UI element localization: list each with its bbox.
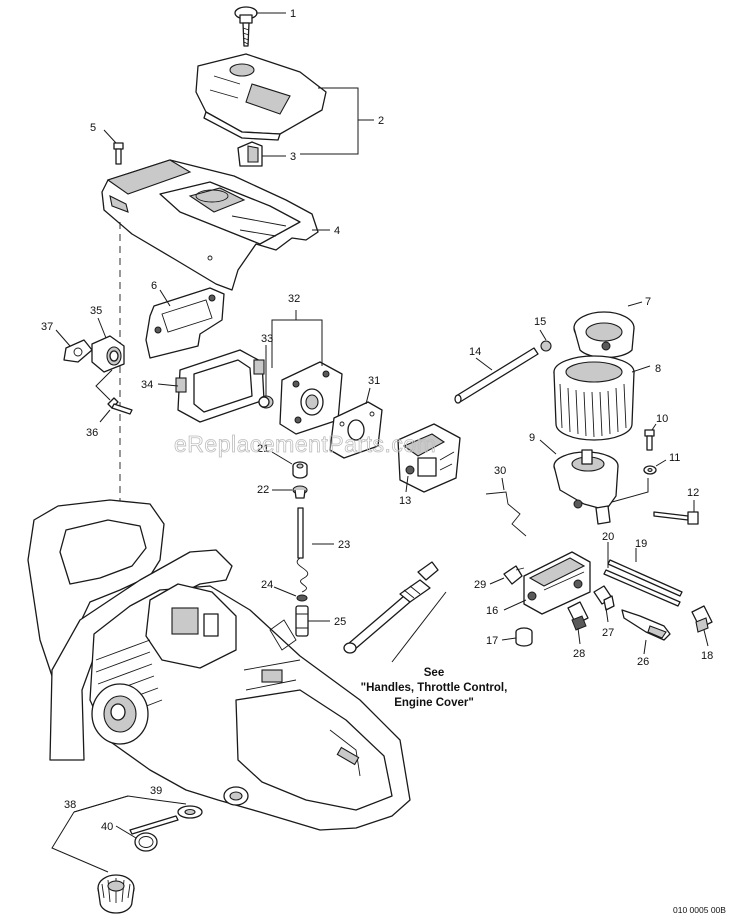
part-1-screw[interactable] — [234, 6, 258, 47]
part-38-oil-cap[interactable] — [97, 874, 135, 914]
part-8-air-filter[interactable] — [553, 355, 635, 441]
throttle-cable-assembly[interactable] — [343, 561, 439, 654]
part-31-carburetor-gasket[interactable] — [329, 401, 383, 459]
callout-13: 13 — [399, 495, 411, 507]
callout-9: 9 — [529, 432, 535, 444]
callout-1: 1 — [290, 8, 296, 20]
part-25-filter[interactable] — [295, 605, 309, 637]
note-line-2: "Handles, Throttle Control, — [361, 682, 508, 694]
part-6-bracket[interactable] — [145, 287, 225, 359]
part-4-cylinder-cover[interactable] — [101, 159, 319, 291]
part-39-oil-cap-key[interactable] — [129, 805, 203, 835]
part-3-clip[interactable] — [237, 141, 263, 167]
part-20-rod[interactable] — [603, 569, 681, 607]
callout-29: 29 — [474, 579, 486, 591]
callout-24: 24 — [261, 579, 273, 591]
part-22-grommet[interactable] — [292, 485, 308, 499]
callout-6: 6 — [151, 280, 157, 292]
part-5-screw[interactable] — [113, 142, 124, 165]
callout-4: 4 — [334, 225, 340, 237]
part-34-gasket[interactable] — [175, 349, 265, 423]
part-30-wire-rod[interactable] — [485, 491, 527, 537]
part-36-screw[interactable] — [107, 397, 133, 415]
part-16-module[interactable] — [523, 551, 591, 615]
part-17-bushing[interactable] — [515, 627, 533, 647]
note-line-3: Engine Cover" — [394, 697, 474, 709]
part-21-bushing[interactable] — [292, 461, 308, 479]
callout-22: 22 — [257, 484, 269, 496]
part-11-washer[interactable] — [643, 465, 657, 475]
callout-20: 20 — [602, 531, 614, 543]
callout-30: 30 — [494, 465, 506, 477]
callout-10: 10 — [656, 413, 668, 425]
part-35-intake-elbow[interactable] — [91, 335, 125, 373]
callout-23: 23 — [338, 539, 350, 551]
callout-38: 38 — [64, 799, 76, 811]
part-37-gasket[interactable] — [63, 339, 93, 363]
callout-17: 17 — [486, 635, 498, 647]
callout-31: 31 — [368, 375, 380, 387]
part-7-filter-cap[interactable] — [573, 311, 635, 359]
callout-5: 5 — [90, 122, 96, 134]
drawing-code: 010 0005 00B — [673, 905, 726, 915]
part-12-bolt[interactable] — [653, 511, 699, 525]
callout-40: 40 — [101, 821, 113, 833]
callout-3: 3 — [290, 151, 296, 163]
part-29-clip[interactable] — [503, 565, 525, 585]
part-23-fuel-pipe[interactable] — [296, 507, 309, 593]
part-14-rod[interactable] — [454, 347, 539, 404]
callout-14: 14 — [469, 346, 481, 358]
part-9-filter-base[interactable] — [553, 449, 619, 525]
callout-34: 34 — [141, 379, 153, 391]
part-10-screw[interactable] — [644, 429, 655, 451]
crankcase-with-handle[interactable] — [27, 499, 411, 831]
callout-16: 16 — [486, 605, 498, 617]
part-2-air-filter-cover[interactable] — [195, 53, 327, 141]
part-28-plug[interactable] — [567, 601, 589, 631]
callout-37: 37 — [41, 321, 53, 333]
callout-32: 32 — [288, 293, 300, 305]
part-15-cap[interactable] — [540, 340, 552, 352]
callout-33: 33 — [261, 333, 273, 345]
callout-36: 36 — [86, 427, 98, 439]
callout-26: 26 — [637, 656, 649, 668]
callout-15: 15 — [534, 316, 546, 328]
part-40-o-ring[interactable] — [134, 832, 158, 852]
callout-39: 39 — [150, 785, 162, 797]
callout-2: 2 — [378, 115, 384, 127]
callout-21: 21 — [257, 443, 269, 455]
callout-18: 18 — [701, 650, 713, 662]
callout-19: 19 — [635, 538, 647, 550]
watermark: eReplacementParts.com — [174, 431, 436, 457]
callout-25: 25 — [334, 616, 346, 628]
callout-11: 11 — [669, 452, 680, 464]
callout-28: 28 — [573, 648, 585, 660]
callout-8: 8 — [655, 363, 661, 375]
part-26-lever[interactable] — [621, 609, 671, 641]
part-27-nipple[interactable] — [593, 585, 615, 611]
part-33-bushing[interactable] — [258, 395, 274, 409]
part-18-plug[interactable] — [691, 605, 713, 633]
part-13-carburetor[interactable] — [397, 423, 461, 493]
note-line-1: See — [424, 667, 444, 679]
callout-35: 35 — [90, 305, 102, 317]
part-19-rod[interactable] — [607, 559, 683, 597]
callout-7: 7 — [645, 296, 651, 308]
callout-12: 12 — [687, 487, 699, 499]
callout-27: 27 — [602, 627, 614, 639]
part-24-clamp[interactable] — [296, 594, 308, 602]
